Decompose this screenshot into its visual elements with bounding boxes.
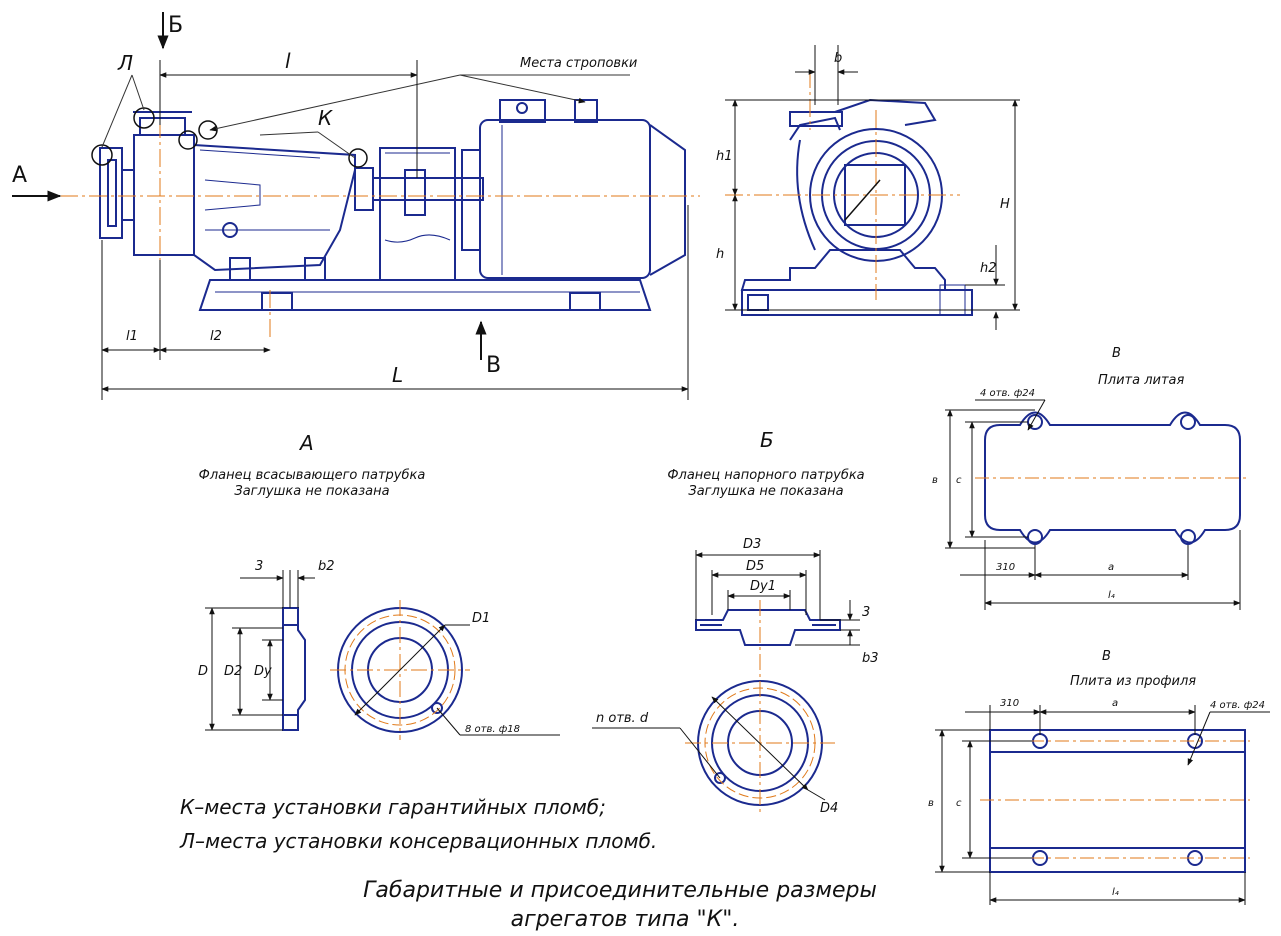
coupling xyxy=(372,147,484,281)
section-v-arrow-label: В xyxy=(486,353,501,378)
slinging-points-label: Места строповки xyxy=(520,56,637,71)
motor xyxy=(461,99,686,279)
plate-cast-dim-c: с xyxy=(956,475,962,486)
view-b-letter: Б xyxy=(760,428,774,452)
flange-b-dimensions xyxy=(695,550,860,646)
seal-markers xyxy=(91,107,368,168)
main-dimensions xyxy=(12,12,689,400)
seal-k-label: К xyxy=(318,106,333,130)
flange-a-profile xyxy=(282,607,306,731)
flange-a-dimensions xyxy=(205,570,315,731)
plate-cast-view: В Плита литая 4 xyxy=(932,346,1250,610)
plate-profile-letter: В xyxy=(1102,649,1111,664)
caption-line1: Габаритные и присоединительные размеры xyxy=(363,878,877,903)
dim-h2-label: h2 xyxy=(980,261,997,276)
view-b-title-line1: Фланец напорного патрубка xyxy=(667,468,864,483)
view-a-title-line1: Фланец всасывающего патрубка xyxy=(199,468,426,483)
plate-cast-dim-v: в xyxy=(932,475,938,486)
plate-profile-dim-c: с xyxy=(956,798,962,809)
view-b-dim-3: 3 xyxy=(862,605,870,620)
side-dimensions xyxy=(725,45,1020,330)
plate-profile-dim-l: l₄ xyxy=(1112,887,1119,898)
side-view: b h1 h H h2 xyxy=(716,45,1020,330)
note-k: К–места установки гарантийных пломб; xyxy=(180,795,606,819)
dim-l-label: l xyxy=(285,49,291,73)
dim-L-label: L xyxy=(392,363,403,387)
plate-cast-dimensions xyxy=(945,399,1241,610)
view-a-dim-b2: b2 xyxy=(318,559,335,574)
note-l: Л–места установки консервационных пломб. xyxy=(179,829,657,853)
view-a: А Фланец всасывающего патрубка Заглушка … xyxy=(198,431,560,740)
caption-line2: агрегатов типа "К". xyxy=(511,907,740,932)
plate-cast-holes: 4 отв. ф24 xyxy=(980,388,1035,399)
view-b-holes: n отв. d xyxy=(596,711,649,726)
view-a-dim-3: 3 xyxy=(255,559,263,574)
view-b-dim-D4: D4 xyxy=(820,801,838,816)
view-a-dim-D2: D2 xyxy=(224,664,242,679)
view-b-dim-Dy1: Dy1 xyxy=(750,579,776,594)
dim-b-label: b xyxy=(834,51,842,66)
view-b-dim-b3: b3 xyxy=(862,651,879,666)
section-a-arrow-label: А xyxy=(12,163,27,188)
side-base xyxy=(740,249,946,291)
view-a-title-line2: Заглушка не показана xyxy=(234,484,389,499)
plate-profile-holes: 4 отв. ф24 xyxy=(1210,700,1265,711)
plate-cast-dim-l: l₄ xyxy=(1108,590,1115,601)
plate-cast-title: Плита литая xyxy=(1098,373,1185,388)
dim-h-label: h xyxy=(716,247,724,262)
main-base-plate xyxy=(198,279,652,311)
dim-H-label: H xyxy=(1000,197,1010,212)
caption: Габаритные и присоединительные размеры а… xyxy=(363,878,877,932)
plate-cast-letter: В xyxy=(1112,346,1121,361)
dim-h1-label: h1 xyxy=(716,149,733,164)
view-a-dim-D1: D1 xyxy=(472,611,490,626)
plate-cast-dim-310: 310 xyxy=(996,562,1015,573)
plate-profile-outline xyxy=(989,729,1246,873)
view-b-dim-D3: D3 xyxy=(743,537,761,552)
view-b-title-line2: Заглушка не показана xyxy=(688,484,843,499)
dim-l1-label: l1 xyxy=(126,329,138,344)
pump-body xyxy=(99,111,374,281)
view-a-letter: А xyxy=(298,431,314,455)
view-a-dim-D: D xyxy=(198,664,208,679)
main-view: Б А В Л К Места строповки l l1 l2 L xyxy=(12,12,700,400)
section-b-arrow-label: Б xyxy=(168,13,183,38)
plate-profile-title: Плита из профиля xyxy=(1070,674,1196,689)
plate-cast-dim-a: а xyxy=(1108,562,1114,573)
view-b: Б Фланец напорного патрубка Заглушка не … xyxy=(592,428,879,816)
view-a-holes: 8 отв. ф18 xyxy=(465,724,520,735)
plate-profile-view: В Плита из профиля xyxy=(928,649,1270,905)
side-plate xyxy=(741,289,973,316)
main-centerlines xyxy=(60,120,700,340)
dim-l2-label: l2 xyxy=(210,329,222,344)
main-leaders xyxy=(101,74,630,159)
plate-profile-dim-a: а xyxy=(1112,698,1118,709)
flange-b-profile xyxy=(695,609,841,646)
view-a-dim-Dy: Dy xyxy=(254,664,272,679)
plate-profile-dimensions xyxy=(935,705,1270,905)
plate-profile-dim-310: 310 xyxy=(1000,698,1019,709)
view-b-dim-D5: D5 xyxy=(746,559,764,574)
seal-l-label: Л xyxy=(117,51,133,75)
plate-profile-dim-v: в xyxy=(928,798,934,809)
notes: К–места установки гарантийных пломб; Л–м… xyxy=(179,795,657,853)
